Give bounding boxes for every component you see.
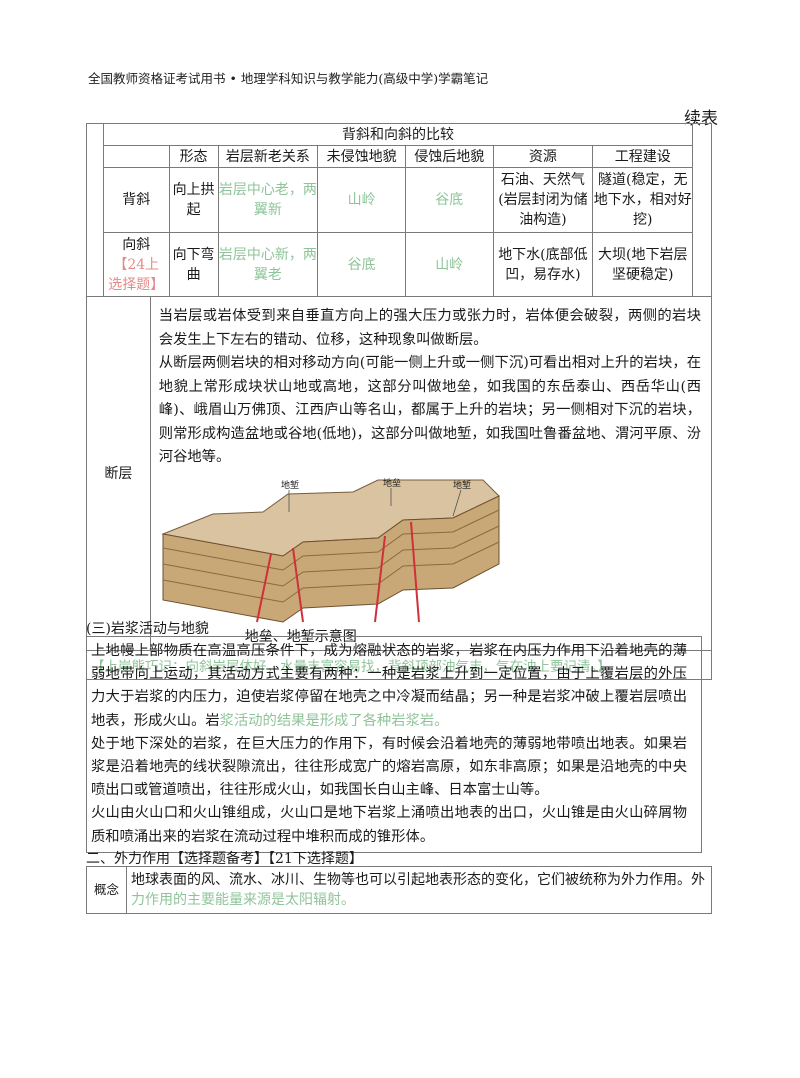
right-gutter-cell xyxy=(692,123,712,297)
row-syncline-name-cell: 向斜 【24上选择题】 xyxy=(103,232,170,297)
running-header: 全国教师资格证考试用书 • 地理学科知识与教学能力(高级中学)学霸笔记 xyxy=(88,71,489,86)
section-external-title: 二、外力作用【选择题备考】【21下选择题】 xyxy=(86,851,363,867)
graben-label-left: 地堑 xyxy=(281,479,299,491)
concept-text-cell: 地球表面的风、流水、冰川、生物等也可以引起地表形态的变化，它们被统称为外力作用。… xyxy=(126,866,712,914)
horst-graben-diagram: 地堑 地垒 地堑 xyxy=(152,475,503,624)
magma-para-3: 火山由火山口和火山锥组成，火山口是地下岩浆上涌喷出地表的出口，火山锥是由火山碎屑… xyxy=(91,805,687,845)
concept-text: 地球表面的风、流水、冰川、生物等也可以引起地表形态的变化，它们被统称为外力作用。… xyxy=(131,872,705,888)
fold-comparison-table: 背斜和向斜的比较 形态 岩层新老关系 未侵蚀地貌 侵蚀后地貌 资源 工程建设 背… xyxy=(103,123,712,297)
syncline-resources: 地下水(底部低凹，易存水) xyxy=(492,232,594,297)
syncline-eroded: 山岭 xyxy=(404,232,494,297)
magma-para-1-green: 浆活动的结果是形成了各种岩浆岩。 xyxy=(219,712,449,729)
col-header-shape: 形态 xyxy=(168,145,219,168)
syncline-age: 岩层中心新，两翼老 xyxy=(217,232,319,297)
col-header-eroded: 侵蚀后地貌 xyxy=(404,145,494,168)
concept-text-green: 力作用的主要能量来源是太阳辐射。 xyxy=(131,892,355,908)
syncline-engineering: 大坝(地下岩层坚硬稳定) xyxy=(592,232,694,297)
col-header-engineering: 工程建设 xyxy=(592,145,694,168)
col-header-blank xyxy=(103,145,170,168)
graben-label-right: 地堑 xyxy=(453,479,471,491)
anticline-age: 岩层中心老，两翼新 xyxy=(217,167,319,233)
magma-para-1-text: 上地幔上部物质在高温高压条件下，成为熔融状态的岩浆，岩浆在内压力作用下沿着地壳的… xyxy=(91,643,687,729)
fault-content-cell: 当岩层或岩体受到来自垂直方向上的强大压力或张力时，岩体便会破裂，两侧的岩块会发生… xyxy=(149,296,713,651)
anticline-shape: 向上拱起 xyxy=(168,167,219,233)
anticline-resources: 石油、天然气(岩层封闭为储油构造) xyxy=(492,167,594,233)
fault-label: 断层 xyxy=(86,296,151,651)
row-syncline-name: 向斜 xyxy=(122,236,151,253)
syncline-uneroded: 谷底 xyxy=(317,232,406,297)
exam-tag: 【24上选择题】 xyxy=(108,256,165,293)
section-magma-title: (三)岩浆活动与地貌 xyxy=(86,621,209,637)
fold-table-title: 背斜和向斜的比较 xyxy=(103,123,694,146)
external-force-table: 概念 地球表面的风、流水、冰川、生物等也可以引起地表形态的变化，它们被统称为外力… xyxy=(86,866,712,914)
fault-para-1: 当岩层或岩体受到来自垂直方向上的强大压力或张力时，岩体便会破裂，两侧的岩块会发生… xyxy=(158,308,701,348)
fault-para-2: 从断层两侧岩块的相对移动方向(可能一侧上升或一侧下沉)可看出相对上升的岩块，在地… xyxy=(158,355,701,465)
fold-comparison-cell: 背斜和向斜的比较 形态 岩层新老关系 未侵蚀地貌 侵蚀后地貌 资源 工程建设 背… xyxy=(102,123,713,297)
anticline-engineering: 隧道(稳定，无地下水，相对好挖) xyxy=(592,167,694,233)
syncline-shape: 向下弯曲 xyxy=(168,232,219,297)
magma-para-1: 上地幔上部物质在高温高压条件下，成为熔融状态的岩浆，岩浆在内压力作用下沿着地壳的… xyxy=(91,640,687,733)
col-header-age: 岩层新老关系 xyxy=(217,145,319,168)
col-header-uneroded: 未侵蚀地貌 xyxy=(317,145,406,168)
memory-tip: 【上岸熊巧记：向斜岩层体好，水量丰富容易找，背斜顶部油气丰，气在油上要记清。】 xyxy=(86,649,712,680)
horst-label: 地垒 xyxy=(383,477,401,489)
anticline-uneroded: 山岭 xyxy=(317,167,406,233)
row-anticline-name: 背斜 xyxy=(103,167,170,233)
col-header-resources: 资源 xyxy=(492,145,594,168)
magma-box: 上地幔上部物质在高温高压条件下，成为熔融状态的岩浆，岩浆在内压力作用下沿着地壳的… xyxy=(86,636,702,853)
structure-table: 背斜和向斜的比较 形态 岩层新老关系 未侵蚀地貌 侵蚀后地貌 资源 工程建设 背… xyxy=(86,123,713,680)
magma-para-2: 处于地下深处的岩浆，在巨大压力的作用下，有时候会沿着地壳的薄弱地带喷出地表。如果… xyxy=(91,735,687,799)
anticline-eroded: 谷底 xyxy=(404,167,494,233)
left-gutter-cell xyxy=(86,123,104,297)
concept-label: 概念 xyxy=(86,866,127,914)
